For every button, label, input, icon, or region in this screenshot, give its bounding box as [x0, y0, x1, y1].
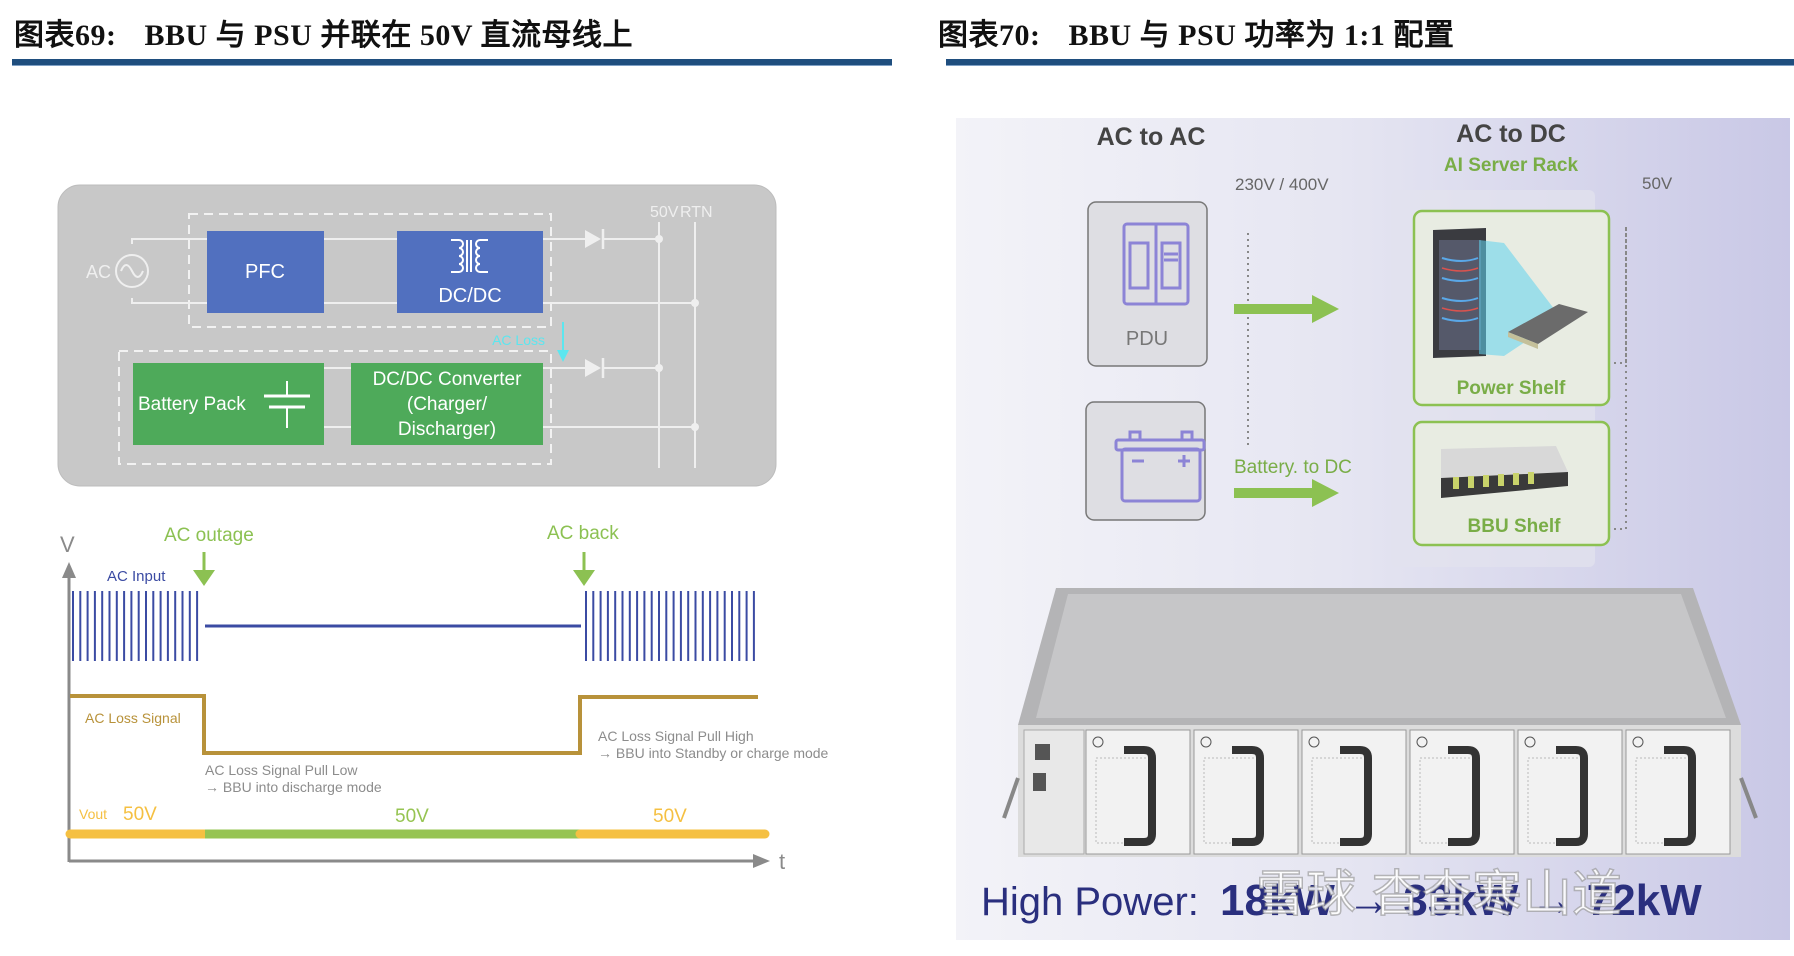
psu-group-outline: [188, 213, 552, 328]
bus-junctions: [655, 235, 699, 431]
ac-loss-signal-trace: [70, 694, 758, 755]
car-battery-icon: [1114, 430, 1206, 503]
ac-input-label: AC Input: [107, 568, 166, 585]
battery-card: [1085, 401, 1206, 521]
figure-70-caption: BBU 与 PSU 功率为 1:1 配置: [1068, 19, 1455, 52]
converter-line-1: DC/DC Converter: [373, 369, 523, 390]
diode-icon: [585, 229, 605, 249]
y-axis-label: V: [60, 532, 75, 557]
ac-to-dc-heading: AC to DC: [1456, 120, 1566, 148]
ai-server-rack-label: AI Server Rack: [1444, 155, 1579, 176]
figure-69-title: 图表69: BBU 与 PSU 并联在 50V 直流母线上: [14, 10, 633, 54]
vout-value-3: 50V: [653, 806, 687, 827]
ac-outage-arrow-head: [193, 570, 215, 586]
pull-high-line-2: → BBU into Standby or charge mode: [598, 745, 829, 761]
power-config-panel: AC to AC AC to DC AI Server Rack 230V / …: [956, 118, 1790, 940]
pdu-icon: [1122, 222, 1190, 306]
vout-value-1: 50V: [123, 804, 157, 825]
transformer-icon: [451, 239, 488, 273]
bbu-modules: [1085, 729, 1731, 855]
dcdc-converter-block: [351, 363, 543, 445]
power-config-diagram: AC to AC AC to DC AI Server Rack 230V / …: [981, 120, 1758, 925]
figure-70-title: 图表70: BBU 与 PSU 功率为 1:1 配置: [938, 10, 1454, 54]
bbu-module: [1409, 729, 1515, 855]
figure-69-number: 图表69:: [14, 19, 117, 52]
server-rack-image: [1433, 228, 1588, 358]
high-power-prefix: High Power:: [981, 880, 1199, 924]
bbu-module: [1301, 729, 1407, 855]
bus-50v-label: 50V: [650, 204, 679, 221]
ac-source-icon: [115, 254, 149, 288]
ac-input-wave-after-return: [585, 591, 755, 661]
high-power-label: High Power: 18kW → 33kW → 72kW: [981, 876, 1702, 925]
title-rule-right: [946, 59, 1794, 66]
pull-low-line-1: AC Loss Signal Pull Low: [205, 762, 358, 778]
diode-icon: [585, 358, 605, 378]
watermark: 雪球 杳杳寒山道: [1255, 864, 1622, 924]
dcdc-label: DC/DC: [438, 285, 501, 307]
vout-value-2: 50V: [395, 806, 429, 827]
battery-pack-block: [133, 363, 324, 445]
ac-outage-label: AC outage: [164, 525, 254, 546]
y-axis-arrow: [62, 562, 76, 578]
dc-bus-dotted-line: [1590, 226, 1627, 530]
pdu-label: PDU: [1126, 328, 1168, 350]
bbu-group-outline: [118, 350, 552, 465]
x-axis-arrow: [753, 854, 770, 868]
bbu-module: [1193, 729, 1299, 855]
ac-label: AC: [86, 262, 111, 282]
high-power-values: 18kW → 33kW → 72kW: [1220, 876, 1702, 925]
bbu-shelf-image: [1441, 446, 1568, 498]
pull-low-line-2: → BBU into discharge mode: [205, 779, 382, 795]
ac-loss-arrow-head: [557, 350, 569, 362]
figure-70-number: 图表70:: [938, 19, 1041, 52]
battery-to-dc-label: Battery. to DC: [1234, 457, 1352, 478]
figure-69-caption: BBU 与 PSU 并联在 50V 直流母线上: [144, 19, 633, 52]
bbu-shelf-label: BBU Shelf: [1468, 516, 1562, 537]
pfc-label: PFC: [245, 261, 285, 283]
ac-to-ac-heading: AC to AC: [1097, 123, 1206, 151]
battery-pack-label: Battery Pack: [138, 394, 246, 415]
bus-rtn-label: RTN: [680, 204, 713, 221]
ac-back-arrow-head: [573, 570, 595, 586]
power-shelf-label: Power Shelf: [1457, 378, 1566, 399]
ac-loss-signal-label: AC Loss Signal: [85, 710, 181, 726]
ac-power-arrow: [1234, 295, 1339, 323]
vout-label: Vout: [79, 806, 107, 822]
converter-line-2: (Charger/: [407, 394, 488, 415]
voltage-out-label: 50V: [1642, 174, 1673, 193]
ac-back-label: AC back: [547, 523, 619, 544]
ac-loss-label: AC Loss: [492, 332, 545, 348]
bbu-module: [1085, 729, 1191, 855]
title-rule-left: [12, 59, 892, 66]
pfc-block: [207, 231, 324, 313]
ac-input-wave-before-outage: [72, 591, 199, 661]
battery-power-arrow: [1234, 479, 1339, 507]
converter-line-3: Discharger): [398, 419, 496, 440]
bbu-psu-parallel-diagram: AC PFC DC/DC Battery Pack DC/DC Converte…: [57, 184, 829, 874]
circuit-wires: [131, 222, 696, 468]
sine-wave-icon: [120, 264, 144, 278]
pull-high-line-1: AC Loss Signal Pull High: [598, 728, 754, 744]
bbu-module: [1625, 729, 1731, 855]
bbu-module: [1517, 729, 1623, 855]
x-axis-label: t: [779, 849, 785, 874]
battery-symbol-icon: [264, 381, 310, 428]
voltage-in-label: 230V / 400V: [1235, 175, 1329, 194]
